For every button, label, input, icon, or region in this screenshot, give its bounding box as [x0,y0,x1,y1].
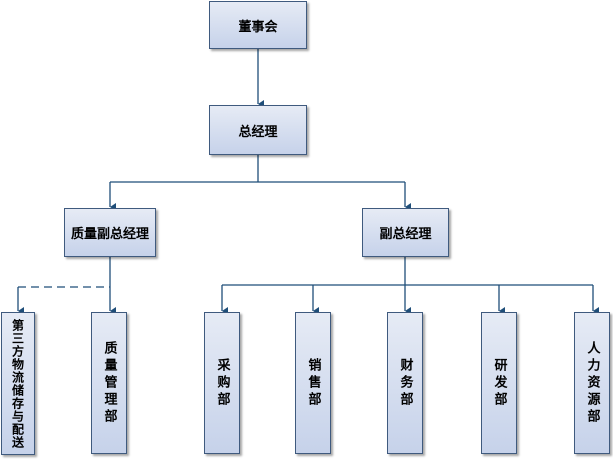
vp-node: 副总经理 [362,208,449,257]
rnd-label: 研发部 [491,357,507,409]
hr-node: 人力资源部 [574,312,610,454]
quality-dept-label: 质量管理部 [101,340,117,426]
purchasing-node: 采购部 [204,312,240,454]
third-party-node: 第三方物流储存与配送 [1,312,35,455]
sales-node: 销售部 [295,312,331,454]
quality-vp-node: 质量副总经理 [64,208,156,257]
quality-dept-node: 质量管理部 [91,312,127,454]
vp-label: 副总经理 [379,227,432,242]
rnd-node: 研发部 [481,312,517,454]
hr-label: 人力资源部 [584,340,600,426]
sales-label: 销售部 [305,357,321,409]
board-node: 董事会 [209,1,307,49]
gm-node: 总经理 [209,105,307,155]
board-label: 董事会 [238,19,278,35]
gm-label: 总经理 [238,124,278,140]
purchasing-label: 采购部 [214,357,230,409]
third-party-label: 第三方物流储存与配送 [10,318,25,449]
finance-node: 财务部 [387,312,423,454]
finance-label: 财务部 [397,357,413,409]
quality-vp-label: 质量副总经理 [70,227,149,242]
